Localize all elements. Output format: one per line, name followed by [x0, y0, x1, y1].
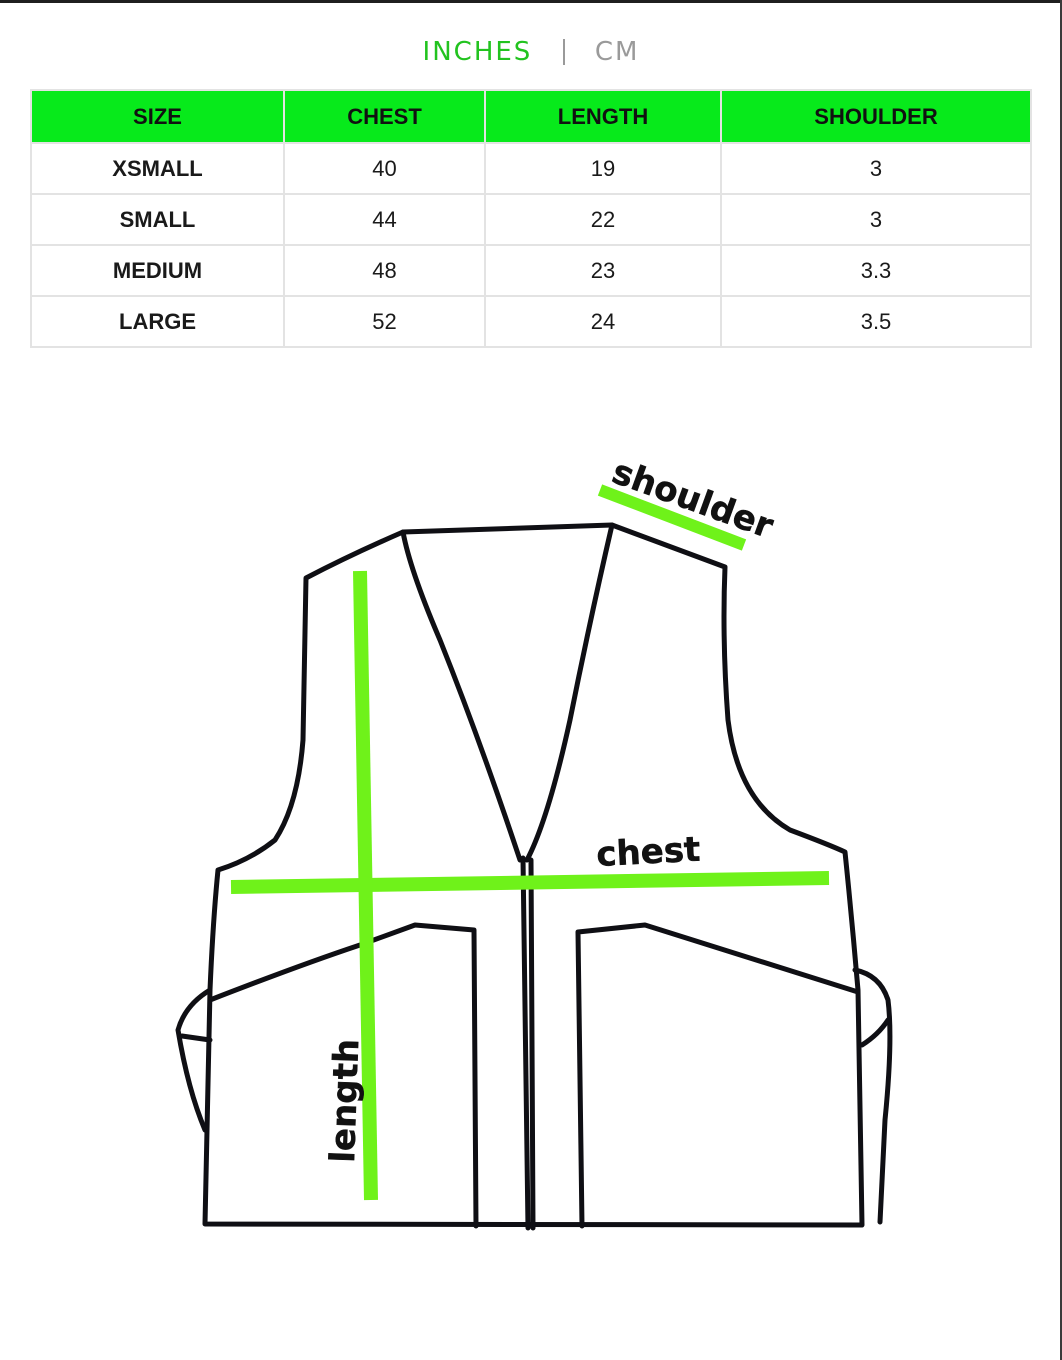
- size-cell: MEDIUM: [30, 244, 285, 297]
- chest-measure-line: [230, 871, 830, 894]
- table-row: MEDIUM 48 23 3.3: [30, 244, 1032, 297]
- chest-cell: 52: [283, 295, 486, 348]
- length-cell: 19: [484, 142, 722, 195]
- vest-zipper: [520, 855, 531, 1231]
- length-cell: 24: [484, 295, 722, 348]
- chest-cell: 48: [283, 244, 486, 297]
- length-label: length: [323, 1038, 367, 1163]
- shoulder-cell: 3: [720, 193, 1032, 246]
- table-row: XSMALL 40 19 3: [30, 142, 1032, 195]
- vest-zipper-right: [528, 857, 536, 1231]
- header-chest: CHEST: [283, 89, 486, 144]
- size-cell: SMALL: [30, 193, 285, 246]
- left-side-panel: [175, 987, 213, 1133]
- shoulder-cell: 3: [720, 142, 1032, 195]
- table-row: SMALL 44 22 3: [30, 193, 1032, 246]
- shoulder-measure-line: [597, 484, 747, 551]
- shoulder-cell: 3.3: [720, 244, 1032, 297]
- table-row: LARGE 52 24 3.5: [30, 295, 1032, 348]
- unit-inches-option[interactable]: INCHES: [422, 36, 533, 67]
- chest-label: chest: [595, 830, 701, 875]
- right-pocket: [575, 922, 861, 1229]
- unit-separator: [562, 38, 565, 65]
- right-side-panel: [852, 967, 893, 1225]
- table-header-row: SIZE CHEST LENGTH SHOULDER: [30, 89, 1032, 144]
- size-cell: LARGE: [30, 295, 285, 348]
- window-right-border: [1060, 0, 1062, 1360]
- right-side-inner: [859, 1017, 891, 1048]
- header-size: SIZE: [30, 89, 285, 144]
- unit-cm-option[interactable]: CM: [594, 36, 640, 67]
- vest-neck-left: [400, 529, 523, 863]
- unit-toggle: INCHES CM: [0, 36, 1062, 67]
- chest-cell: 40: [283, 142, 486, 195]
- chest-cell: 44: [283, 193, 486, 246]
- shoulder-cell: 3.5: [720, 295, 1032, 348]
- size-chart-table: SIZE CHEST LENGTH SHOULDER XSMALL 40 19 …: [30, 89, 1032, 348]
- header-length: LENGTH: [484, 89, 722, 144]
- vest-measurement-diagram: shoulder chest length: [175, 452, 893, 1231]
- window-top-border: [0, 0, 1062, 3]
- length-cell: 22: [484, 193, 722, 246]
- length-cell: 23: [484, 244, 722, 297]
- vest-neck-right: [524, 522, 615, 863]
- header-shoulder: SHOULDER: [720, 89, 1032, 144]
- size-cell: XSMALL: [30, 142, 285, 195]
- left-side-inner: [179, 1033, 213, 1043]
- length-measure-line: [353, 570, 378, 1201]
